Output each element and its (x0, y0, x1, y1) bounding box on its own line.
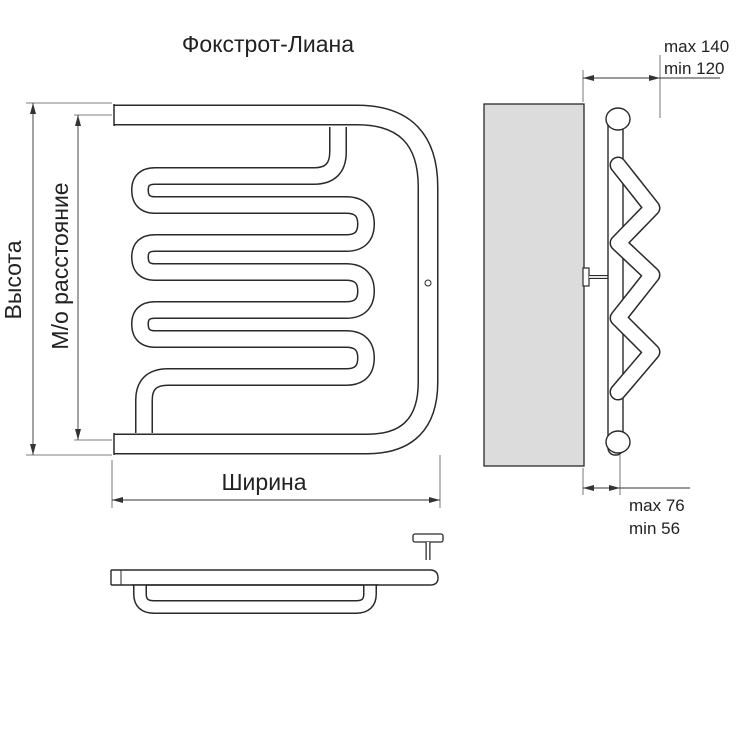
top-tube (111, 569, 439, 586)
width-dimension: Ширина (111, 455, 441, 508)
depth-bottom-min: min 56 (629, 519, 680, 538)
wall-mount (582, 267, 590, 287)
top-flange (412, 533, 444, 543)
depth-bottom-dimension: max 76 min 56 (582, 455, 690, 538)
side-view (483, 103, 661, 467)
depth-top-dimension: max 140 min 120 (582, 37, 729, 118)
depth-top-min: min 120 (664, 59, 724, 78)
width-label: Ширина (221, 469, 306, 495)
front-view (113, 104, 439, 455)
height-dimension: Высота (0, 102, 112, 456)
center-distance-dimension: М/о расстояние (47, 114, 112, 441)
top-view (110, 533, 444, 614)
wall (483, 103, 585, 467)
depth-bottom-max: max 76 (629, 496, 685, 515)
height-label: Высота (0, 240, 26, 319)
title: Фокстрот-Лиана (182, 31, 354, 57)
center-distance-label: М/о расстояние (47, 182, 73, 349)
valve-dot (424, 279, 432, 287)
depth-top-max: max 140 (664, 37, 729, 56)
